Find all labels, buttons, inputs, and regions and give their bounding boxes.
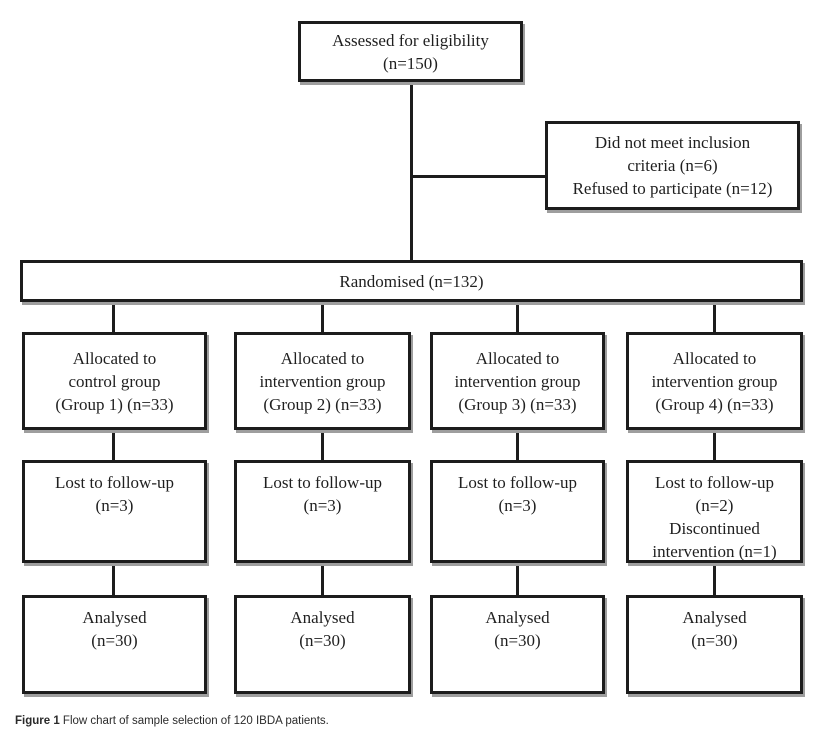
figure-caption-text: Flow chart of sample selection of 120 IB… — [59, 715, 329, 727]
figure-caption: Figure 1 Flow chart of sample selection … — [15, 714, 655, 729]
connector-randomised-to-group-3 — [516, 302, 519, 332]
box-assessed-eligibility: Assessed for eligibility (n=150) — [298, 21, 523, 82]
box-randomised: Randomised (n=132) — [20, 260, 803, 302]
box-allocation-group-4: Allocated to intervention group (Group 4… — [626, 332, 803, 430]
connector-followup-3-to-analysed — [516, 563, 519, 595]
connector-randomised-to-group-1 — [112, 302, 115, 332]
box-analysed-group-1: Analysed (n=30) — [22, 595, 207, 694]
box-followup-group-1: Lost to follow-up (n=3) — [22, 460, 207, 563]
connector-randomised-to-group-2 — [321, 302, 324, 332]
figure-caption-label: Figure 1 — [15, 715, 60, 727]
box-allocation-group-1: Allocated to control group (Group 1) (n=… — [22, 332, 207, 430]
connector-followup-2-to-analysed — [321, 563, 324, 595]
box-followup-group-3: Lost to follow-up (n=3) — [430, 460, 605, 563]
connector-group-2-to-followup — [321, 430, 324, 460]
box-followup-group-2: Lost to follow-up (n=3) — [234, 460, 411, 563]
box-allocation-group-3: Allocated to intervention group (Group 3… — [430, 332, 605, 430]
connector-group-3-to-followup — [516, 430, 519, 460]
connector-group-1-to-followup — [112, 430, 115, 460]
box-allocation-group-2: Allocated to intervention group (Group 2… — [234, 332, 411, 430]
box-analysed-group-3: Analysed (n=30) — [430, 595, 605, 694]
connector-group-4-to-followup — [713, 430, 716, 460]
connector-randomised-to-group-4 — [713, 302, 716, 332]
connector-followup-1-to-analysed — [112, 563, 115, 595]
connector-assessed-to-randomised — [410, 82, 413, 260]
box-analysed-group-2: Analysed (n=30) — [234, 595, 411, 694]
box-followup-group-4: Lost to follow-up (n=2) Discontinued int… — [626, 460, 803, 563]
connector-to-exclusion-box — [412, 175, 545, 178]
connector-followup-4-to-analysed — [713, 563, 716, 595]
box-exclusion-reasons: Did not meet inclusion criteria (n=6) Re… — [545, 121, 800, 210]
box-analysed-group-4: Analysed (n=30) — [626, 595, 803, 694]
